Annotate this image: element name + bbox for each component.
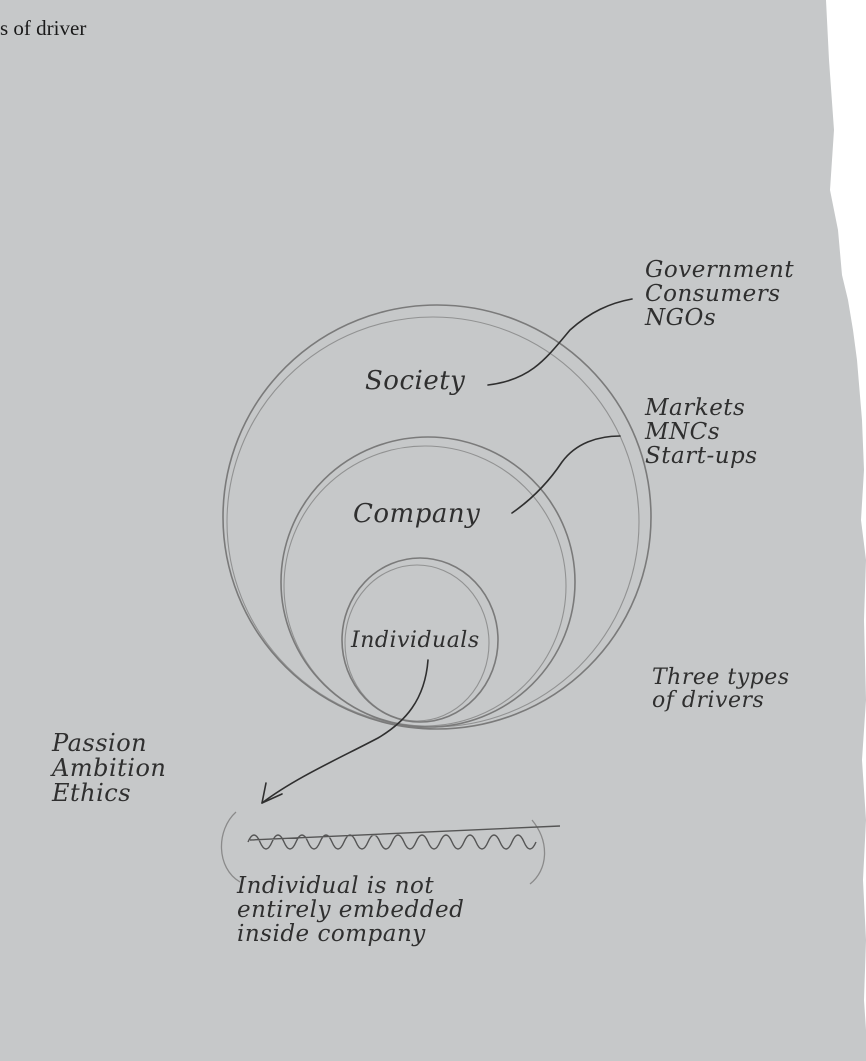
embedding-note: Individual is not entirely embedded insi… — [237, 873, 465, 948]
individual-driver-item: Passion — [52, 729, 148, 757]
society-driver-item: NGOs — [645, 305, 717, 332]
note-line: inside company — [237, 921, 426, 948]
society-driver-item: Consumers — [645, 281, 781, 308]
company-circle-overdraw — [283, 445, 567, 727]
company-driver-item: MNCs — [645, 419, 721, 446]
company-drivers-list: Markets MNCs Start-ups — [645, 395, 758, 470]
individual-driver-item: Ambition — [52, 754, 167, 783]
society-connector-line — [487, 298, 633, 386]
company-driver-item: Markets — [645, 395, 746, 421]
individuals-circle-overdraw — [344, 564, 490, 722]
company-connector-line — [511, 435, 621, 514]
society-drivers-list: Government Consumers NGOs — [645, 257, 795, 332]
note-line: of drivers — [652, 688, 765, 714]
society-driver-item: Government — [645, 257, 795, 283]
individual-drivers-list: Passion Ambition Ethics — [52, 729, 167, 808]
individuals-label: Individuals — [351, 628, 480, 653]
individuals-arrow-line — [261, 659, 429, 804]
note-line: Individual is not — [237, 873, 435, 899]
bracket-curve — [220, 811, 546, 885]
figure-caption-fragment: s of driver — [0, 16, 87, 40]
three-types-note: Three types of drivers — [652, 666, 790, 712]
company-circle — [280, 436, 576, 728]
scribbled-out-word — [247, 825, 561, 850]
individual-driver-item: Ethics — [52, 779, 132, 808]
society-circle — [222, 304, 652, 730]
company-label: Company — [353, 499, 481, 529]
note-line: entirely embedded — [237, 897, 465, 924]
society-label: Society — [365, 366, 466, 396]
individuals-circle — [341, 557, 499, 723]
company-driver-item: Start-ups — [645, 443, 758, 470]
arrow-head — [261, 782, 283, 804]
note-line: Three types — [652, 665, 790, 690]
